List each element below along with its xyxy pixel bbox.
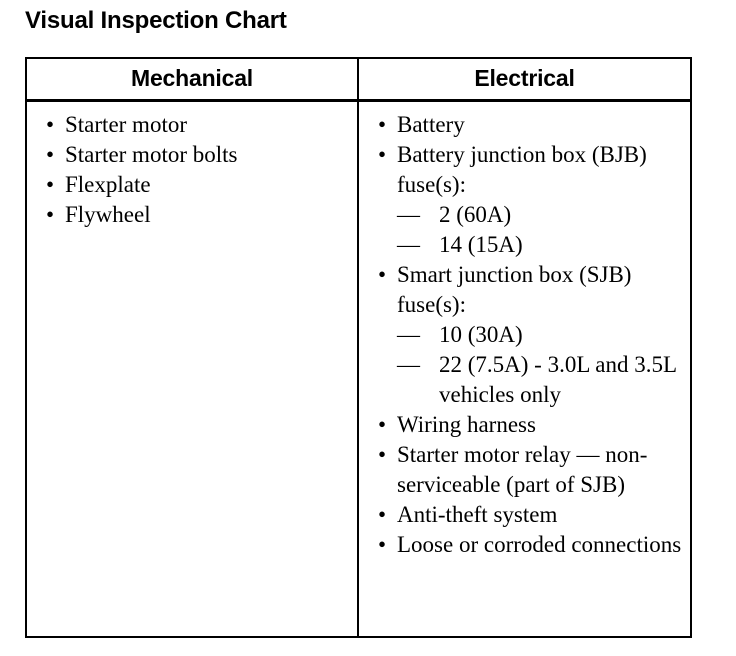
list-item-label: Battery junction box (BJB) fuse(s): [397, 142, 647, 197]
table-row: • Starter motor • Starter motor bolts • Flexp… [25, 99, 692, 638]
sub-list-item: — 22 (7.5A) - 3.0L and 3.5L vehicles only [397, 350, 684, 410]
electrical-item-list: • Battery • Battery junction box (BJB) fuse… [365, 110, 684, 560]
em-dash-icon: — [397, 352, 420, 377]
sub-list-item: — 2 (60A) [397, 200, 684, 230]
list-item-label: Starter motor relay — non-serviceable (p… [397, 442, 648, 497]
bullet-icon: • [378, 502, 387, 527]
list-item: • Battery [365, 110, 684, 140]
list-item: • Starter motor [33, 110, 351, 140]
list-item-label: Battery [397, 112, 465, 137]
list-item-label: Smart junction box (SJB) fuse(s): [397, 262, 632, 317]
bullet-icon: • [378, 442, 387, 467]
sub-list-item-label: 14 (15A) [439, 232, 523, 257]
em-dash-icon: — [397, 322, 420, 347]
bullet-icon: • [46, 202, 55, 227]
list-item: • Flywheel [33, 200, 351, 230]
list-item: • Battery junction box (BJB) fuse(s): — 2 (… [365, 140, 684, 260]
bullet-icon: • [378, 412, 387, 437]
sub-list-item-label: 22 (7.5A) - 3.0L and 3.5L vehicles only [439, 352, 677, 407]
bullet-icon: • [46, 142, 55, 167]
bullet-icon: • [46, 172, 55, 197]
sub-list-item: — 10 (30A) [397, 320, 684, 350]
bullet-icon: • [378, 532, 387, 557]
page-title: Visual Inspection Chart [25, 7, 287, 34]
list-item: • Starter motor bolts [33, 140, 351, 170]
sub-item-list: — 10 (30A) — 22 (7.5A) - 3.0L and 3.5L vehi… [397, 320, 684, 410]
column-header-electrical: Electrical [357, 57, 692, 102]
list-item-label: Starter motor bolts [65, 142, 238, 167]
list-item: • Wiring harness [365, 410, 684, 440]
em-dash-icon: — [397, 202, 420, 227]
list-item: • Smart junction box (SJB) fuse(s): — 10 (3… [365, 260, 684, 410]
list-item: • Loose or corroded connections [365, 530, 684, 560]
list-item-label: Anti-theft system [397, 502, 558, 527]
list-item-label: Flexplate [65, 172, 151, 197]
mechanical-item-list: • Starter motor • Starter motor bolts • Flexp… [33, 110, 351, 230]
cell-mechanical: • Starter motor • Starter motor bolts • Flexp… [25, 99, 359, 638]
em-dash-icon: — [397, 232, 420, 257]
list-item-label: Wiring harness [397, 412, 536, 437]
list-item: • Flexplate [33, 170, 351, 200]
bullet-icon: • [378, 112, 387, 137]
bullet-icon: • [378, 262, 387, 287]
list-item-label: Starter motor [65, 112, 187, 137]
cell-electrical: • Battery • Battery junction box (BJB) fuse… [357, 99, 692, 638]
sub-item-list: — 2 (60A) — 14 (15A) [397, 200, 684, 260]
column-header-mechanical: Mechanical [25, 57, 359, 102]
sub-list-item: — 14 (15A) [397, 230, 684, 260]
visual-inspection-table: Mechanical Electrical • Starter motor • Sta… [25, 57, 692, 638]
sub-list-item-label: 2 (60A) [439, 202, 512, 227]
list-item-label: Flywheel [65, 202, 151, 227]
table-header-row: Mechanical Electrical [25, 57, 692, 102]
sub-list-item-label: 10 (30A) [439, 322, 523, 347]
list-item: • Starter motor relay — non-serviceable (… [365, 440, 684, 500]
list-item: • Anti-theft system [365, 500, 684, 530]
list-item-label: Loose or corroded connections [397, 532, 682, 557]
table-body: • Starter motor • Starter motor bolts • Flexp… [25, 99, 692, 638]
bullet-icon: • [46, 112, 55, 137]
bullet-icon: • [378, 142, 387, 167]
